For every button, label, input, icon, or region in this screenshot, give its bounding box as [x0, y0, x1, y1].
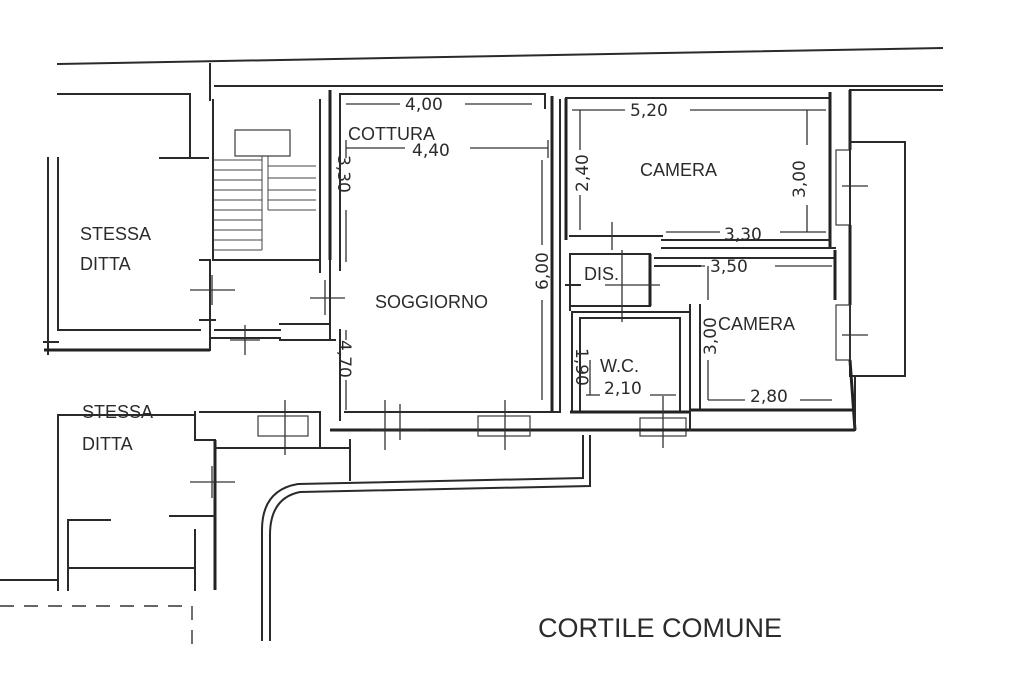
label-camera-lower: CAMERA [718, 314, 795, 334]
dim-soggiorno-lower-depth: 4,70 [334, 340, 354, 378]
label-dis: DIS. [584, 264, 619, 284]
stessa-ditta-lower-walls [0, 411, 351, 591]
label-stessa-ditta-upper-line2: DITTA [80, 254, 131, 274]
label-cottura: COTTURA [348, 124, 435, 144]
staircase [212, 99, 321, 273]
label-soggiorno: SOGGIORNO [375, 292, 488, 312]
dim-wc-depth: 1,90 [571, 348, 591, 386]
soggiorno-dim-lines [345, 103, 549, 410]
dim-soggiorno-width: 4,40 [412, 141, 450, 161]
dim-camera-upper-width: 5,20 [630, 101, 668, 121]
wc-walls [570, 311, 691, 448]
soggiorno-walls [257, 90, 580, 455]
outer-boundary [56, 46, 944, 159]
label-cortile-comune: CORTILE COMUNE [538, 613, 782, 643]
dim-camera-upper-depth-right: 3,00 [790, 160, 810, 198]
camera-lower-walls [654, 250, 855, 412]
dim-camera-upper-bottom-width: 3,30 [724, 225, 762, 245]
label-stessa-ditta-lower-line1: STESSA [82, 402, 153, 422]
stessa-ditta-upper-walls [43, 157, 216, 355]
dim-camera-lower-width-top: 3,50 [710, 257, 748, 277]
label-camera-upper: CAMERA [640, 160, 717, 180]
dim-wc-width: 2,10 [604, 379, 642, 399]
label-stessa-ditta-lower-line2: DITTA [82, 434, 133, 454]
camera-upper-walls [564, 92, 836, 250]
dim-camera-lower-width-bottom: 2,80 [750, 387, 788, 407]
landing-walls [190, 259, 345, 355]
dim-camera-upper-depth-left: 2,40 [573, 154, 593, 192]
dim-soggiorno-total-depth: 6,00 [533, 252, 553, 290]
dim-camera-lower-depth: 3,00 [701, 317, 721, 355]
label-wc: W.C. [600, 356, 639, 376]
right-balcony [835, 90, 906, 431]
label-stessa-ditta-upper-line1: STESSA [80, 224, 151, 244]
dim-cottura-depth: 3,30 [333, 155, 353, 193]
dis-walls [565, 250, 660, 322]
dim-cottura-width: 4,00 [405, 95, 443, 115]
courtyard-border [0, 375, 856, 650]
